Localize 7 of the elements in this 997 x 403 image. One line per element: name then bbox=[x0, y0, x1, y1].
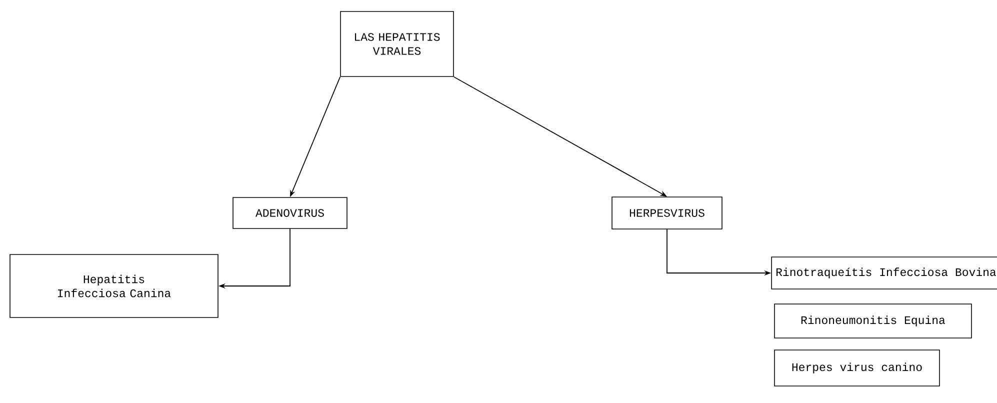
box: ADENOVIRUS bbox=[232, 197, 348, 229]
box: Herpes virus canino bbox=[774, 350, 940, 386]
box: LAS HEPATITIS VIRALES bbox=[340, 11, 454, 77]
box: Rinotraqueítis Infecciosa Bovina bbox=[771, 256, 997, 290]
box: Hepatitis Infecciosa Canina bbox=[10, 254, 218, 318]
box: Rinoneumonitis Equina bbox=[774, 304, 972, 338]
box: HERPESVIRUS bbox=[612, 196, 722, 230]
